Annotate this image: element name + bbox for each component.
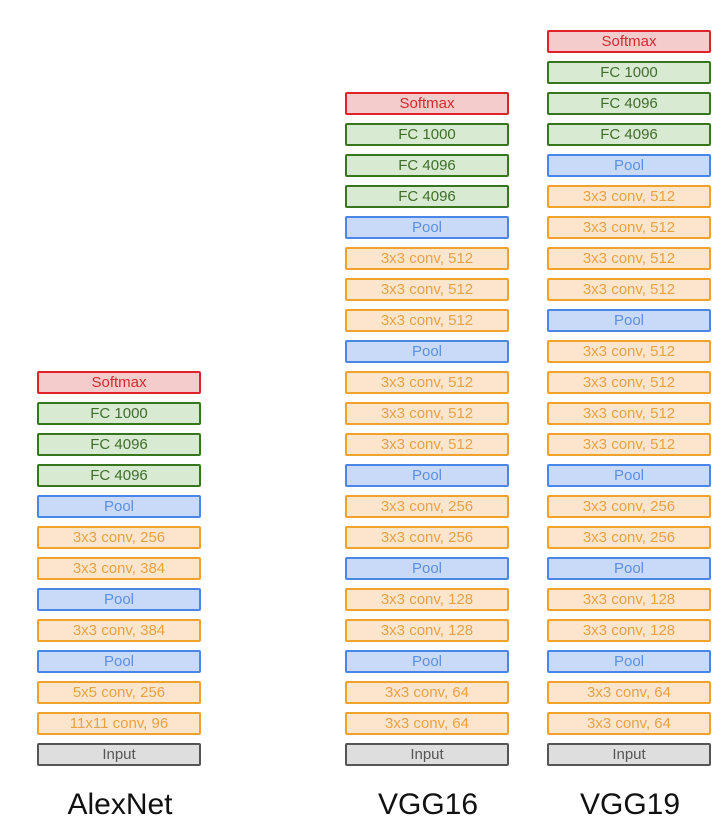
fc-layer: FC 1000: [547, 61, 711, 84]
pool-layer: Pool: [345, 340, 509, 363]
conv-layer: 3x3 conv, 256: [345, 495, 509, 518]
pool-layer: Pool: [547, 464, 711, 487]
conv-layer: 3x3 conv, 512: [345, 309, 509, 332]
fc-layer: FC 4096: [547, 92, 711, 115]
fc-layer: FC 4096: [37, 433, 201, 456]
column-title: VGG19: [579, 788, 681, 821]
conv-layer: 3x3 conv, 512: [547, 247, 711, 270]
conv-layer: 3x3 conv, 512: [547, 402, 711, 425]
conv-layer: 3x3 conv, 256: [547, 495, 711, 518]
fc-layer: FC 4096: [37, 464, 201, 487]
conv-layer: 3x3 conv, 256: [547, 526, 711, 549]
softmax-layer: Softmax: [345, 92, 509, 115]
input-layer: Input: [37, 743, 201, 766]
softmax-layer: Softmax: [37, 371, 201, 394]
conv-layer: 3x3 conv, 512: [345, 247, 509, 270]
pool-layer: Pool: [547, 309, 711, 332]
conv-layer: 3x3 conv, 384: [37, 619, 201, 642]
softmax-layer: Softmax: [547, 30, 711, 53]
fc-layer: FC 4096: [345, 154, 509, 177]
pool-layer: Pool: [37, 588, 201, 611]
conv-layer: 3x3 conv, 128: [547, 619, 711, 642]
conv-layer: 3x3 conv, 512: [547, 371, 711, 394]
conv-layer: 3x3 conv, 128: [547, 588, 711, 611]
column-title: VGG16: [377, 788, 479, 821]
conv-layer: 3x3 conv, 64: [345, 681, 509, 704]
conv-layer: 3x3 conv, 512: [547, 216, 711, 239]
input-layer: Input: [547, 743, 711, 766]
conv-layer: 3x3 conv, 128: [345, 588, 509, 611]
conv-layer: 3x3 conv, 384: [37, 557, 201, 580]
pool-layer: Pool: [345, 464, 509, 487]
conv-layer: 3x3 conv, 128: [345, 619, 509, 642]
pool-layer: Pool: [345, 216, 509, 239]
pool-layer: Pool: [345, 650, 509, 673]
column-title: AlexNet: [67, 788, 173, 821]
input-layer: Input: [345, 743, 509, 766]
conv-layer: 3x3 conv, 512: [345, 433, 509, 456]
conv-layer: 3x3 conv, 64: [547, 681, 711, 704]
conv-layer: 3x3 conv, 64: [345, 712, 509, 735]
conv-layer: 3x3 conv, 64: [547, 712, 711, 735]
fc-layer: FC 1000: [345, 123, 509, 146]
conv-layer: 3x3 conv, 512: [547, 278, 711, 301]
pool-layer: Pool: [547, 650, 711, 673]
conv-layer: 3x3 conv, 512: [345, 402, 509, 425]
conv-layer: 3x3 conv, 512: [547, 185, 711, 208]
fc-layer: FC 4096: [345, 185, 509, 208]
conv-layer: 3x3 conv, 512: [345, 278, 509, 301]
conv-layer: 3x3 conv, 512: [547, 433, 711, 456]
pool-layer: Pool: [547, 154, 711, 177]
conv-layer: 3x3 conv, 512: [345, 371, 509, 394]
fc-layer: FC 4096: [547, 123, 711, 146]
conv-layer: 11x11 conv, 96: [37, 712, 201, 735]
fc-layer: FC 1000: [37, 402, 201, 425]
pool-layer: Pool: [37, 650, 201, 673]
conv-layer: 3x3 conv, 256: [37, 526, 201, 549]
pool-layer: Pool: [547, 557, 711, 580]
conv-layer: 3x3 conv, 512: [547, 340, 711, 363]
pool-layer: Pool: [37, 495, 201, 518]
conv-layer: 5x5 conv, 256: [37, 681, 201, 704]
pool-layer: Pool: [345, 557, 509, 580]
conv-layer: 3x3 conv, 256: [345, 526, 509, 549]
